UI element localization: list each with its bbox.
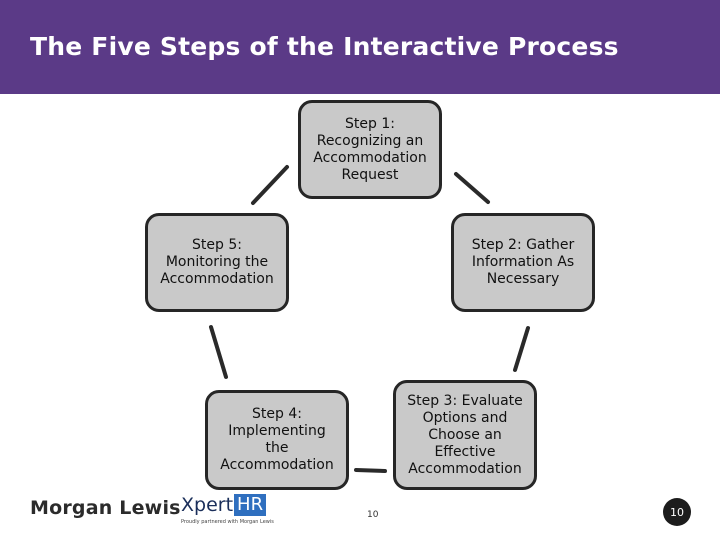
step-5-label: Step 5: Monitoring the Accommodation [160, 237, 274, 287]
page-title: The Five Steps of the Interactive Proces… [30, 32, 619, 61]
xperthr-logo-badge: HR [234, 494, 267, 516]
step-2-label: Step 2: Gather Information As Necessary [471, 237, 575, 287]
connector-step2-to-step3 [513, 326, 530, 372]
step-1-box: Step 1: Recognizing an Accommodation Req… [298, 100, 442, 199]
page-number-badge: 10 [663, 498, 691, 526]
page-number-text: 10 [367, 510, 379, 520]
title-bar: The Five Steps of the Interactive Proces… [0, 0, 720, 94]
connector-step5-to-step1 [251, 165, 289, 205]
connector-step4-to-step5 [209, 325, 228, 379]
step-5-box: Step 5: Monitoring the Accommodation [145, 213, 289, 312]
morgan-lewis-logo: Morgan Lewis [30, 497, 181, 519]
step-3-box: Step 3: Evaluate Options and Choose an E… [393, 380, 537, 490]
step-1-label: Step 1: Recognizing an Accommodation Req… [313, 115, 427, 183]
connector-step1-to-step2 [454, 172, 490, 204]
step-2-box: Step 2: Gather Information As Necessary [451, 213, 595, 312]
xperthr-logo-word: Xpert [181, 494, 234, 516]
step-4-label: Step 4: Implementing the Accommodation [220, 406, 334, 473]
xperthr-tagline: Proudly partnered with Morgan Lewis [181, 519, 274, 525]
connector-step3-to-step4 [354, 468, 387, 473]
step-4-box: Step 4: Implementing the Accommodation [205, 390, 349, 490]
step-3-label: Step 3: Evaluate Options and Choose an E… [407, 392, 523, 477]
